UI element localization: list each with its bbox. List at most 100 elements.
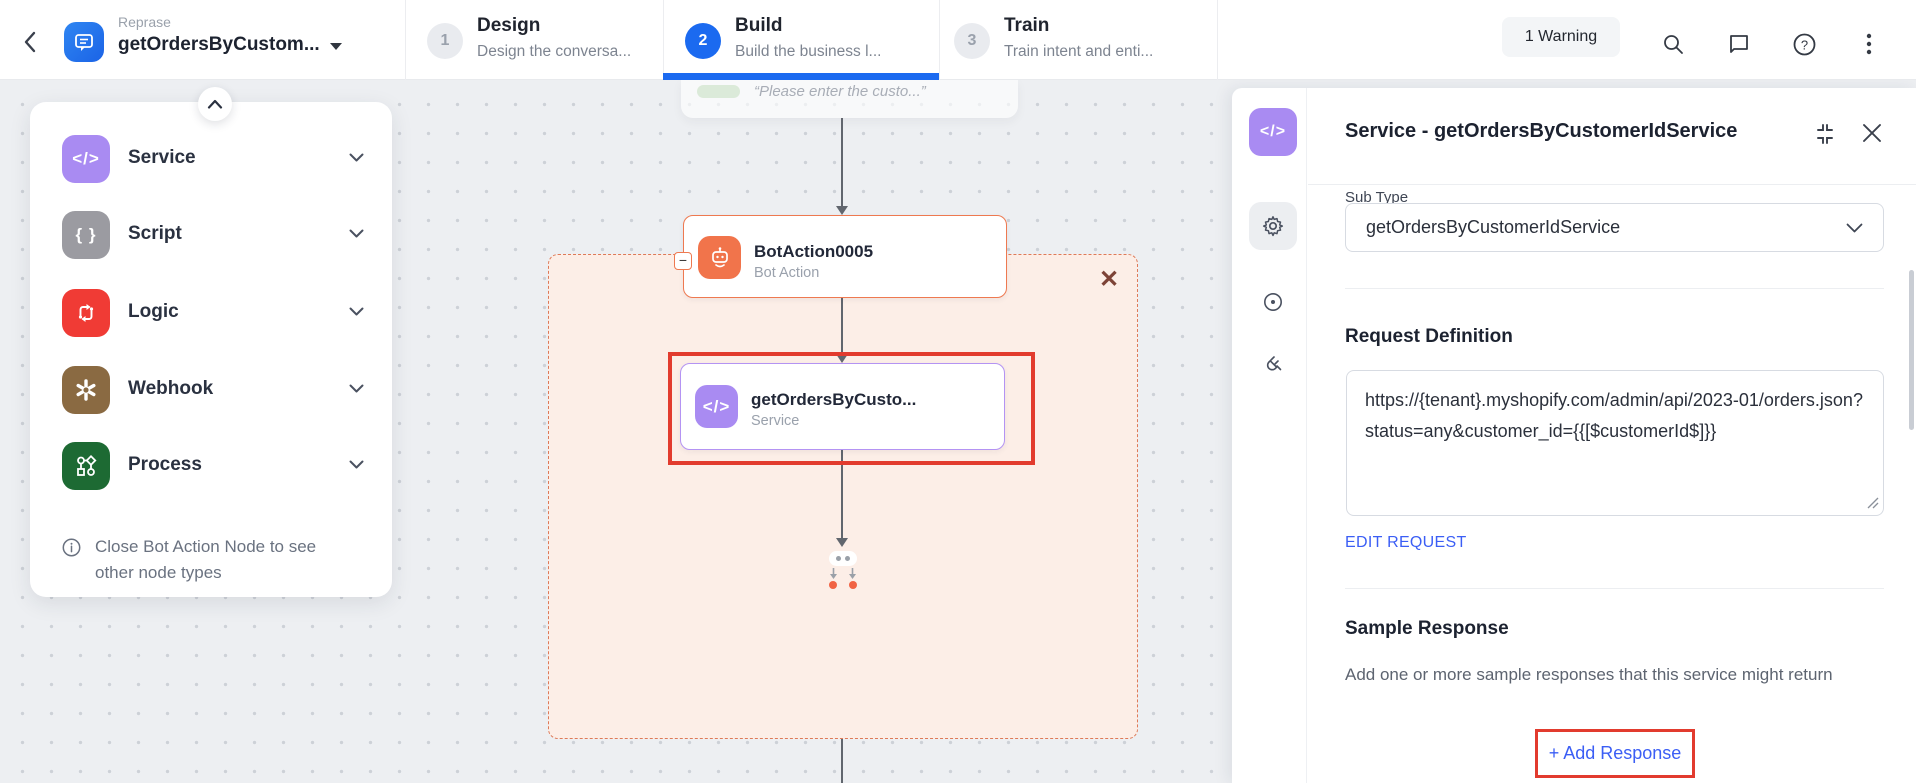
step-build-title: Build <box>735 15 783 36</box>
step-design-desc: Design the conversa... <box>477 43 632 60</box>
step-design-title: Design <box>477 15 541 36</box>
warning-button[interactable]: 1 Warning <box>1502 17 1620 57</box>
comments-button[interactable] <box>1725 30 1753 58</box>
collapse-node-button[interactable]: − <box>674 252 692 270</box>
bot-action-container[interactable] <box>548 254 1138 739</box>
step-build-desc: Build the business l... <box>735 43 882 60</box>
mini-arrow-down-icon <box>849 568 856 579</box>
node-subtitle: Bot Action <box>754 265 820 281</box>
drop-target-ports[interactable] <box>829 581 857 589</box>
node-title: getOrdersByCusto... <box>751 390 917 409</box>
annotation-box-add-response: + Add Response <box>1535 729 1695 778</box>
chevron-down-icon[interactable] <box>349 384 364 393</box>
plug-icon <box>1266 356 1282 371</box>
chevron-down-icon[interactable] <box>349 153 364 162</box>
bot-title-text: getOrdersByCustom... <box>118 34 320 55</box>
step-train-title: Train <box>1004 15 1050 36</box>
bot-title-dropdown[interactable]: getOrdersByCustom... <box>118 34 342 56</box>
tab-design[interactable]: 1 Design Design the conversa... <box>405 0 663 80</box>
request-url-textarea[interactable]: https://{tenant}.myshopify.com/admin/api… <box>1346 370 1884 516</box>
request-definition-heading: Request Definition <box>1345 326 1513 347</box>
chevron-up-icon <box>207 99 223 109</box>
caret-down-icon <box>329 43 342 50</box>
bot-title-block: Reprase getOrdersByCustom... <box>118 14 342 56</box>
braces-icon: { } <box>75 225 97 244</box>
connector-arrow <box>836 354 848 363</box>
chevron-down-icon[interactable] <box>349 229 364 238</box>
palette-item-label: Script <box>128 223 182 244</box>
tab-settings[interactable] <box>1249 202 1297 250</box>
bot-avatar-icon[interactable] <box>64 22 104 62</box>
active-tab-underline <box>663 73 939 80</box>
add-response-button[interactable]: + Add Response <box>1548 743 1682 763</box>
divider <box>1345 288 1884 289</box>
tab-connections[interactable] <box>1249 278 1297 326</box>
tab-train[interactable]: 3 Train Train intent and enti... <box>939 0 1217 80</box>
chevron-down-icon[interactable] <box>349 460 364 469</box>
more-options-button[interactable] <box>1855 30 1883 58</box>
palette-item-label: Webhook <box>128 378 214 399</box>
logic-icon <box>62 289 110 337</box>
code-icon: </> <box>702 396 731 416</box>
sub-type-label: Sub Type <box>1345 189 1409 206</box>
palette-item-process[interactable]: Process <box>30 436 392 496</box>
close-icon <box>1863 124 1881 142</box>
palette-item-script[interactable]: { } Script <box>30 205 392 265</box>
connector-arrow <box>836 206 848 215</box>
node-bot-action[interactable]: − BotAction0005 Bot Action <box>674 215 1007 298</box>
collapse-panel-button[interactable] <box>1812 121 1838 147</box>
service-icon: </> <box>62 135 110 183</box>
tab-integrations[interactable] <box>1249 338 1297 386</box>
node-service[interactable]: </> getOrdersByCusto... Service <box>680 363 1005 450</box>
gear-icon <box>1262 216 1284 237</box>
sample-response-heading: Sample Response <box>1345 618 1509 639</box>
panel-icon-rail: </> <box>1232 88 1307 783</box>
robot-icon <box>711 246 728 267</box>
node-palette-panel: </> Service { } Script <box>30 87 392 597</box>
edit-request-link[interactable]: EDIT REQUEST <box>1345 534 1467 551</box>
flow-graph-icon <box>77 454 97 476</box>
chevron-down-icon[interactable] <box>349 307 364 316</box>
tab-build[interactable]: 2 Build Build the business l... <box>663 0 939 80</box>
palette-note-text: Close Bot Action Node to see other node … <box>95 537 317 582</box>
palette-collapse-button[interactable] <box>198 87 232 121</box>
webhook-icon <box>62 366 110 414</box>
service-node-icon: </> <box>695 385 738 428</box>
step-2-badge: 2 <box>685 23 721 59</box>
kebab-menu-icon <box>1866 33 1872 55</box>
panel-title: Service - getOrdersByCustomerIdService <box>1345 120 1738 142</box>
code-icon: </> <box>1259 123 1287 140</box>
asterisk-icon <box>76 379 96 401</box>
step-1-badge: 1 <box>427 23 463 59</box>
palette-item-service[interactable]: </> Service <box>30 129 392 189</box>
bot-action-icon <box>698 236 741 279</box>
back-button[interactable] <box>16 28 44 56</box>
chat-bubble-icon <box>75 34 93 51</box>
message-node-faded[interactable]: “Please enter the custo...” <box>681 80 1018 118</box>
help-button[interactable]: ? <box>1790 30 1818 58</box>
header-divider <box>1217 0 1218 80</box>
palette-item-label: Logic <box>128 301 179 322</box>
drop-target-pill[interactable] <box>829 551 857 566</box>
header-divider <box>405 0 406 80</box>
palette-item-logic[interactable]: Logic <box>30 283 392 343</box>
flow-canvas[interactable]: “Please enter the custo...” ✕ − BotAct <box>0 80 1232 783</box>
search-button[interactable] <box>1659 30 1687 58</box>
app-label: Reprase <box>118 14 171 30</box>
palette-item-webhook[interactable]: Webhook <box>30 360 392 420</box>
header-divider <box>663 0 664 80</box>
node-title: BotAction0005 <box>754 242 874 261</box>
chevron-left-icon <box>24 31 36 53</box>
palette-item-label: Process <box>128 454 202 475</box>
sub-type-select[interactable]: getOrdersByCustomerIdService <box>1345 203 1884 252</box>
close-panel-button[interactable] <box>1860 121 1886 147</box>
palette-item-label: Service <box>128 147 196 168</box>
tab-component-properties[interactable]: </> <box>1249 108 1297 156</box>
connector-line <box>841 739 843 783</box>
palette-note: Close Bot Action Node to see other node … <box>62 534 362 586</box>
bot-action-close-button[interactable]: ✕ <box>1098 265 1120 293</box>
panel-scrollbar-thumb[interactable] <box>1909 270 1914 430</box>
top-header: Reprase getOrdersByCustom... 1 Design De… <box>0 0 1916 80</box>
comment-icon <box>1730 35 1748 53</box>
